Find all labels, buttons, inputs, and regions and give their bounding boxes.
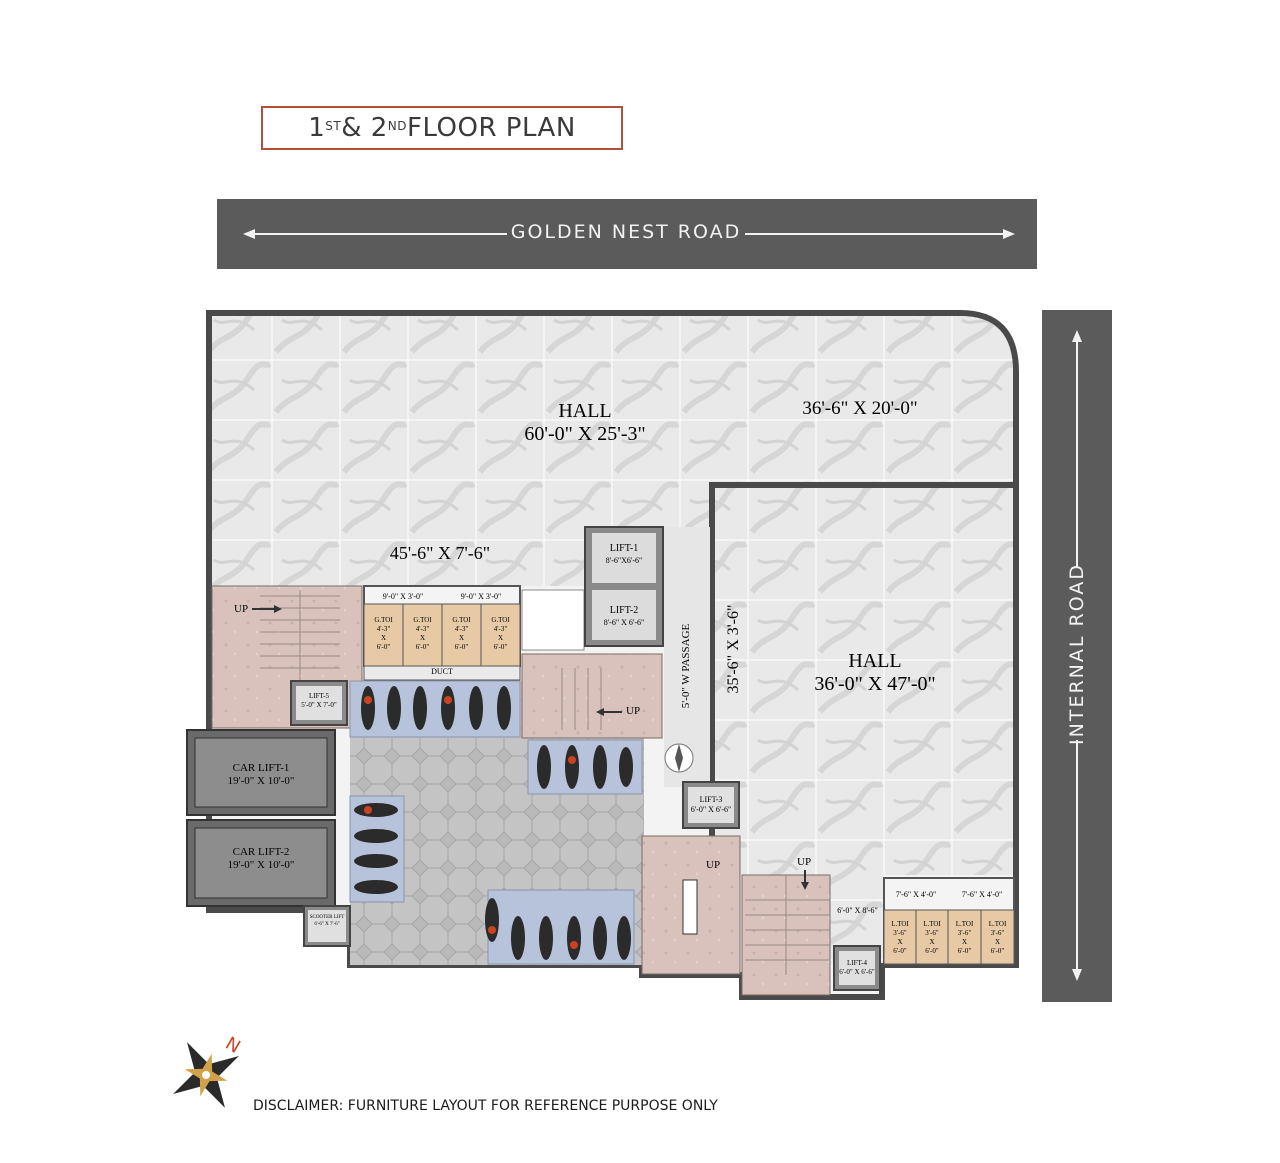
hall-right-label: HALL 36'-0" X 47'-0" bbox=[814, 650, 936, 695]
duct-label: DUCT bbox=[431, 667, 453, 676]
internal-road: INTERNAL ROAD bbox=[1042, 310, 1112, 1002]
toilet-right-dim-a: 7'-6" X 4'-0" bbox=[895, 890, 937, 899]
hall-top-right-floor bbox=[712, 316, 1013, 485]
stair-center bbox=[521, 653, 663, 739]
up-marker-center: UP bbox=[626, 705, 641, 717]
passage bbox=[664, 527, 710, 787]
golden-nest-road: GOLDEN NEST ROAD bbox=[217, 199, 1037, 269]
hall-main-label: HALL 60'-0" X 25'-3" bbox=[524, 400, 646, 445]
toilet-left-dim-b: 9'-0" X 3'-0" bbox=[460, 592, 502, 601]
up-marker-left: UP bbox=[234, 603, 249, 615]
hall-top-right-size: 36'-6" X 20'-0" bbox=[802, 398, 918, 419]
road-label-top: GOLDEN NEST ROAD bbox=[510, 221, 742, 243]
up-marker-lower-left: UP bbox=[706, 859, 721, 871]
corridor-size: 45'-6" X 7'-6" bbox=[389, 543, 491, 563]
duct bbox=[363, 665, 521, 681]
hall-right-floor bbox=[712, 485, 1013, 875]
toilet-left-dim-a: 9'-0" X 3'-0" bbox=[382, 592, 424, 601]
bike-bay-top bbox=[349, 680, 521, 738]
toilet-right-dim-b: 7'-6" X 4'-0" bbox=[961, 890, 1003, 899]
small-lobby-size: 6'-0" X 8'-6" bbox=[837, 906, 878, 915]
bike-bay-bottom bbox=[487, 889, 635, 965]
passage-size: 35'-6" X 3'-6" bbox=[725, 604, 742, 694]
disclaimer-text: DISCLAIMER: FURNITURE LAYOUT FOR REFEREN… bbox=[253, 1098, 718, 1114]
passage-label: 5'-0" W PASSAGE bbox=[680, 623, 692, 709]
compass-icon bbox=[173, 1042, 239, 1108]
up-marker-lower-right: UP bbox=[797, 856, 812, 868]
